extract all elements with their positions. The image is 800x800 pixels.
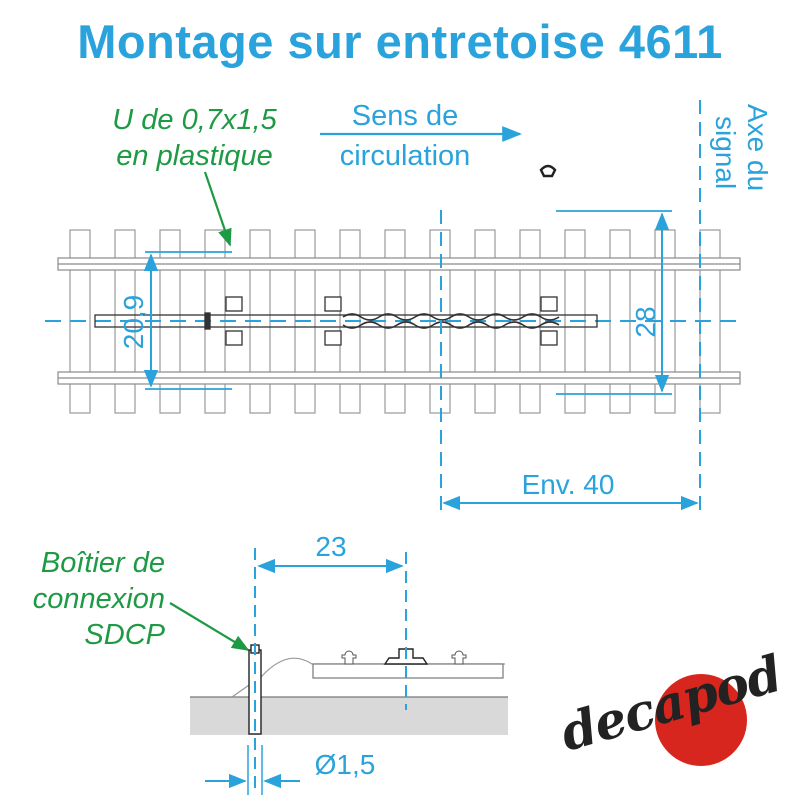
boitier-line2: connexion: [32, 583, 165, 615]
dim-distance-axis: Env. 40: [442, 469, 699, 511]
dim-distance-axis-text: Env. 40: [522, 469, 615, 500]
sens-line2: circulation: [339, 140, 471, 172]
track-rails: [57, 257, 741, 385]
dim-gauge-outer-text: 28: [630, 306, 661, 337]
side-view: 23 Ø1,5: [190, 531, 508, 795]
decapod-logo: decapod: [548, 644, 788, 788]
axe-line1: Axe du: [742, 104, 773, 192]
clip-3-bottom: [540, 330, 558, 346]
u-plastique-line2: en plastique: [116, 140, 273, 172]
dim-side-offset-text: 23: [315, 531, 346, 562]
rail-profile-left: [341, 650, 357, 665]
page-title: Montage sur entretoise 4611: [77, 15, 723, 68]
wire-spiral-b: [342, 321, 560, 329]
boitier-line1: Boîtier de: [40, 547, 165, 579]
u-plastique-line1: U de 0,7x1,5: [112, 104, 277, 136]
sens-circulation-label: Sens de circulation: [322, 96, 488, 176]
dim-gauge-inner: 20,9: [118, 251, 232, 390]
u-plastique-piece: [204, 312, 211, 330]
ground-section: [190, 697, 508, 735]
clip-3-top: [540, 296, 558, 312]
clip-1-top: [225, 296, 243, 312]
u-plastique-leader: [203, 171, 232, 247]
rail-profile-right: [451, 650, 467, 665]
ballast-profile: [231, 657, 505, 698]
boitier-sdcp-label: Boîtier de connexion SDCP: [0, 545, 165, 653]
axe-line2: signal: [710, 116, 741, 190]
spacer-bar: [94, 296, 598, 346]
clip-2-bottom: [324, 330, 342, 346]
signal-head-icon: [539, 164, 557, 178]
logo-red-disc: [655, 674, 747, 766]
dim-diameter-text: Ø1,5: [315, 749, 376, 780]
sens-line1: Sens de: [351, 100, 459, 132]
axe-signal-label: Axe du signal: [700, 104, 780, 204]
clip-2-top: [324, 296, 342, 312]
wire-spiral-a: [342, 313, 560, 321]
u-plastique-label: U de 0,7x1,5 en plastique: [92, 102, 297, 174]
dim-gauge-outer: 28: [556, 210, 672, 395]
clip-1-bottom: [225, 330, 243, 346]
dim-gauge-inner-text: 20,9: [118, 295, 149, 350]
sleeper-side: [312, 663, 504, 679]
boitier-leader: [169, 602, 250, 651]
boitier-line3: SDCP: [84, 619, 165, 651]
